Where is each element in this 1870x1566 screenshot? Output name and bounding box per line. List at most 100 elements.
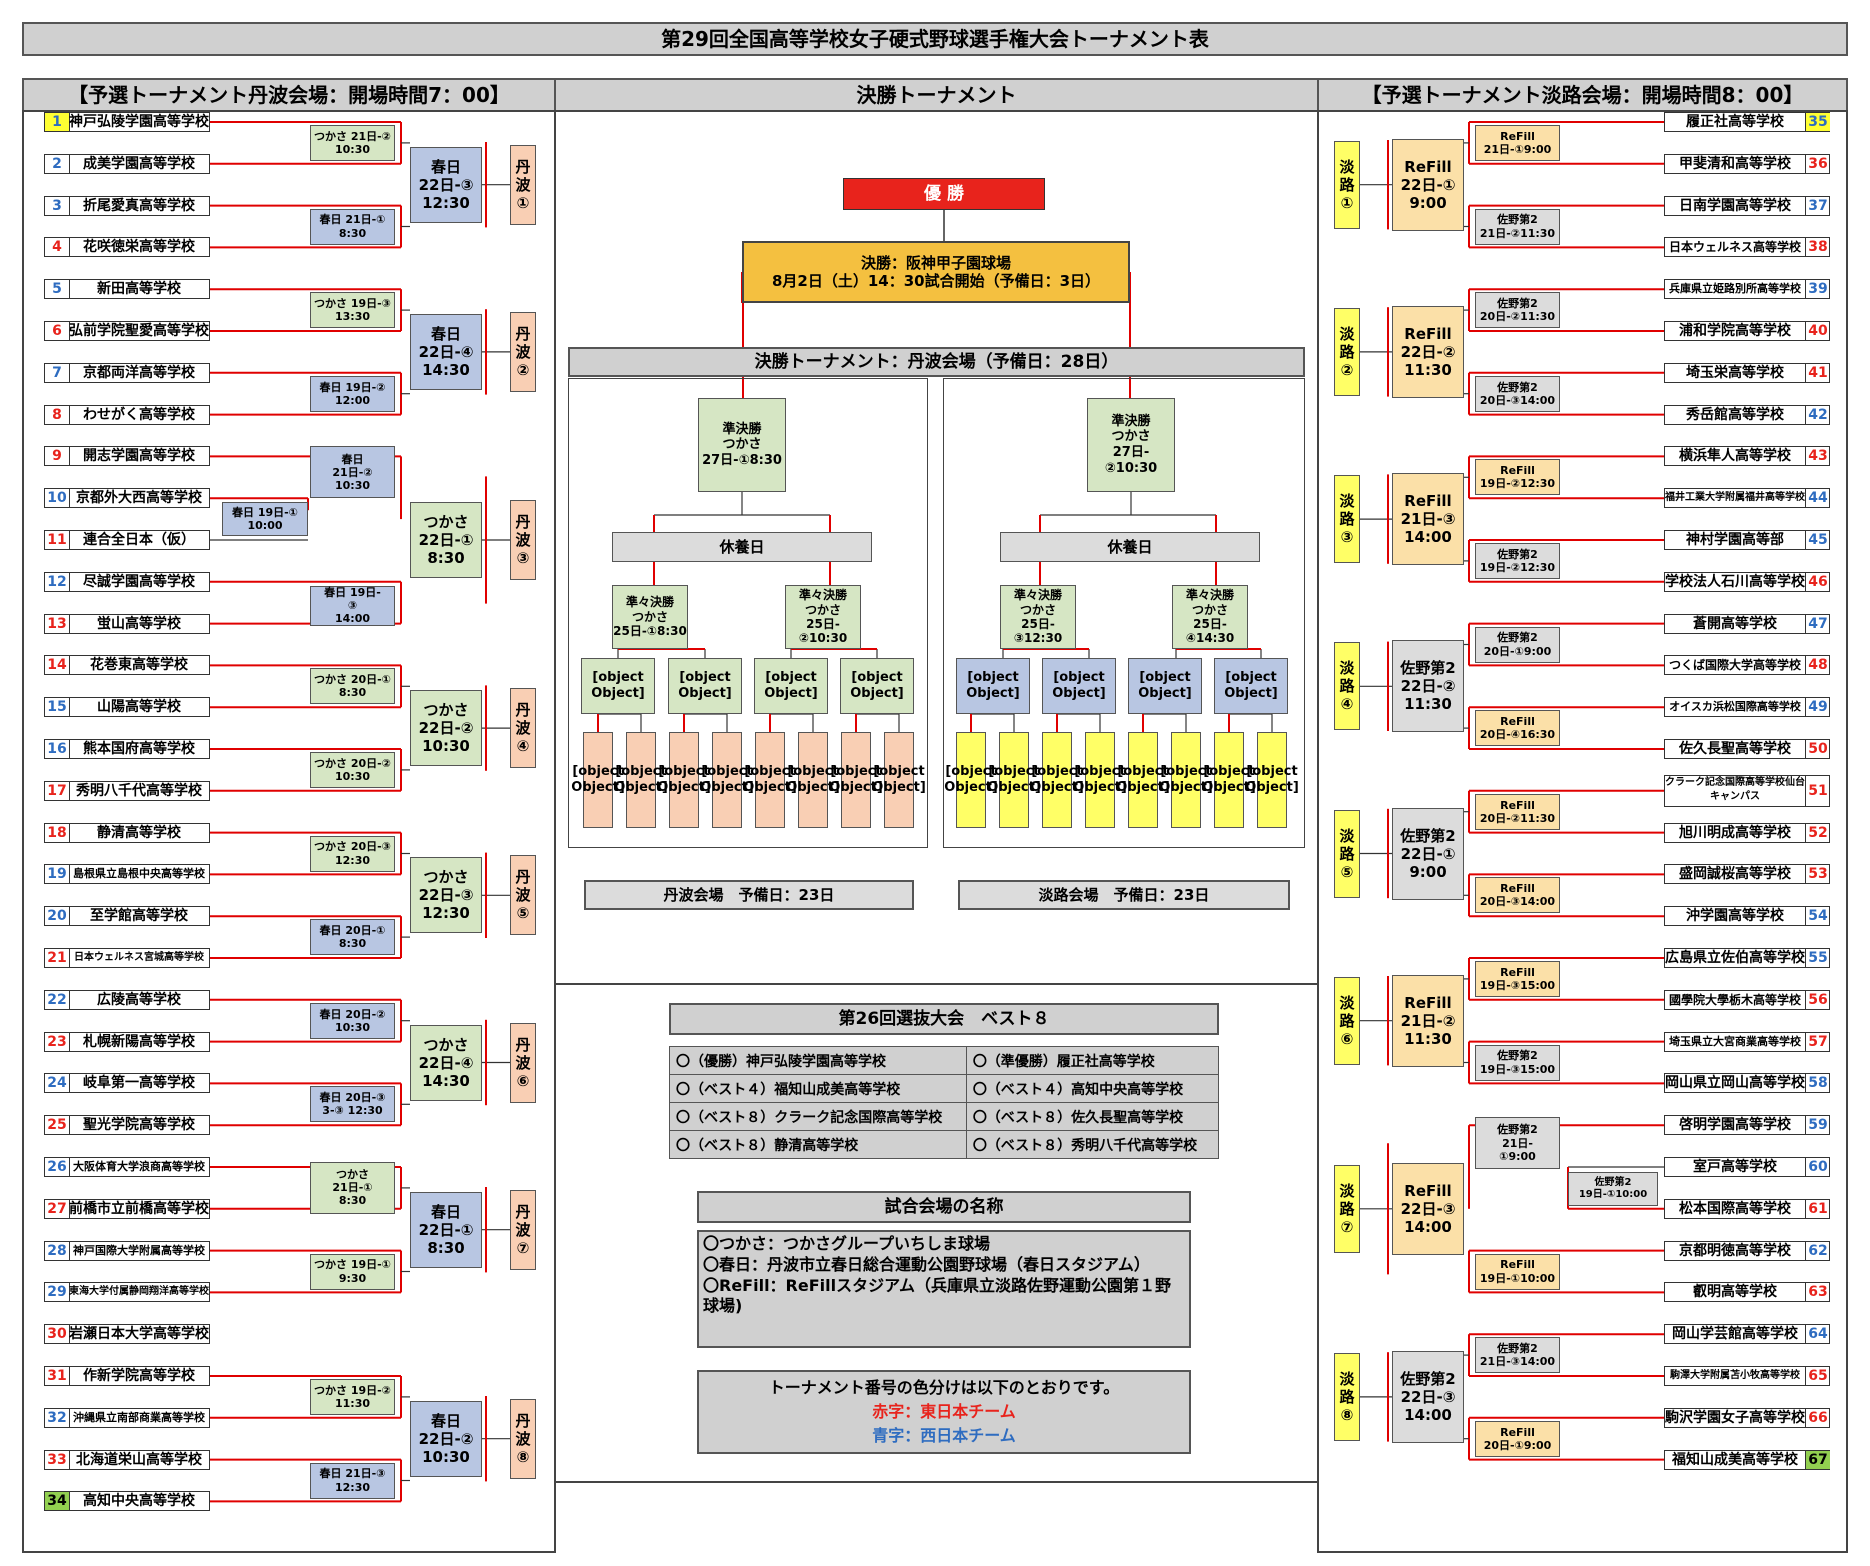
semifinal-box: 準決勝 つかさ 27日- ②10:30 [1087,398,1175,492]
team-name: 浦和学院高等学校 [1679,323,1791,339]
team-number: 46 [1805,572,1830,591]
team-name: 駒澤大学附属苫小牧高等学校 [1670,1370,1800,1381]
r1-match-box: 佐野第2 20日-②11:30 [1475,292,1560,329]
r1-match-box: 佐野第2 20日-①9:00 [1475,626,1560,663]
team-name: 成美学園高等学校 [83,155,195,172]
team-name: 兵庫県立姫路別所高等学校 [1669,282,1801,296]
team-name: 蛍山高等学校 [97,615,181,632]
team-name: 開志学園高等学校 [83,448,195,465]
r1-match-box: 春日 21日-③ 12:30 [310,1462,395,1499]
final-team-slot: [object Object] [700,732,754,828]
best8-title: 第26回選抜大会 ベスト８ [669,1003,1219,1035]
team-name: 神村学園高等部 [1686,532,1784,548]
team-number: 42 [1805,405,1830,424]
final-team-slot: [object Object] [1073,732,1127,828]
team-name: 甲斐清和高等学校 [1679,155,1791,172]
team-name: 埼玉栄高等学校 [1686,364,1784,381]
team-number: 52 [1805,823,1830,842]
r1-match-box: 春日 20日-① 8:30 [310,919,395,956]
team-number: 51 [1805,775,1830,806]
round16-box: [object Object] [581,658,655,714]
tanba-block-label: 丹 波 ② [510,311,536,392]
team-number: 59 [1805,1116,1830,1135]
team-number: 50 [1805,740,1830,758]
team-name: 広島県立佐伯高等学校 [1665,950,1805,966]
r2-match-box: 佐野第2 22日-① 9:00 [1392,807,1464,900]
r2-match-box: 春日 22日-④ 14:30 [410,313,482,390]
team-number: 23 [45,1032,70,1051]
r1-match-box: ReFill 19日-①10:00 [1475,1253,1560,1290]
venue-line: 〇春日：丹波市立春日総合運動公園野球場（春日スタジアム） [703,1254,1150,1274]
team-name: わせがく高等学校 [83,406,195,423]
team-name: オイスカ浜松国際高等学校 [1669,700,1801,714]
team-number: 11 [45,531,70,549]
team-name: 佐久長聖高等学校 [1679,741,1791,757]
team-number: 26 [45,1158,70,1176]
team-name: 作新学院高等学校 [83,1368,195,1384]
tanba-block-label: 丹 波 ⑤ [510,855,536,936]
team-number: 9 [45,447,70,466]
best8-row: 〇（優勝）神戸弘陵学園高等学校〇（準優勝）履正社高等学校 [669,1046,1220,1075]
team-number: 16 [45,740,70,758]
awaji-block-label: 淡 路 ③ [1334,475,1360,564]
r1-match-box: つかさ 20日-③ 12:30 [310,835,395,872]
round16-box: [object Object] [1042,658,1116,714]
awaji-block-label: 淡 路 ⑧ [1334,1352,1360,1441]
final-team-slot: [object Object] [987,732,1041,828]
r1-match-box: 春日 20日-② 10:30 [310,1002,395,1039]
final-match-box: 決勝：阪神甲子園球場 8月2日（土）14：30試合開始（予備日：3日） [742,241,1130,303]
final-tournament-header: 決勝トーナメント [554,78,1319,112]
team-name: 高知中央高等学校 [83,1493,195,1510]
legend-east: 赤字：東日本チーム [872,1402,1016,1421]
team-name: 東海大学付属静岡翔洋高等学校 [69,1286,209,1298]
team-name: 至学館高等学校 [90,908,188,925]
team-number: 7 [45,363,70,382]
team-number: 18 [45,823,70,842]
r1-match-box: つかさ 19日-③ 13:30 [310,292,395,329]
team-number: 57 [1805,1032,1830,1051]
tanba-block-label: 丹 波 ④ [510,688,536,769]
final-team-slot: [object Object] [657,732,711,828]
best8-cell: 〇（ベスト８）秀明八千代高等学校 [965,1130,1220,1159]
final-team-slot: [object Object] [1202,732,1256,828]
final-subpanel [943,378,1305,848]
team-name: 花巻東高等学校 [90,657,188,674]
r1-match-box: ReFill 21日-①9:00 [1475,124,1560,161]
team-entry: 佐久長聖高等学校 50 [1664,739,1830,759]
best8-row: 〇（ベスト４）福知山成美高等学校〇（ベスト４）高知中央高等学校 [669,1074,1220,1103]
team-number: 49 [1805,698,1830,717]
team-name: 叡明高等学校 [1693,1284,1777,1301]
final-team-slot: [object Object] [872,732,926,828]
final-team-slot: [object Object] [614,732,668,828]
legend-west: 青字：西日本チーム [872,1426,1016,1445]
team-number: 39 [1805,280,1830,299]
team-name: 京都両洋高等学校 [83,364,195,381]
team-name: 沖縄県立南部商業高等学校 [73,1410,205,1424]
team-name: 尽誠学園高等学校 [83,573,195,590]
team-name: 折尾愛真高等学校 [83,197,195,214]
team-name: 蒼開高等学校 [1693,615,1777,632]
team-number: 28 [45,1241,70,1260]
team-number: 60 [1805,1158,1830,1176]
team-number: 1 [45,113,70,131]
r1-match-box: つかさ 19日-② 11:30 [310,1378,395,1415]
team-entry: 7 京都両洋高等学校 [44,362,210,383]
